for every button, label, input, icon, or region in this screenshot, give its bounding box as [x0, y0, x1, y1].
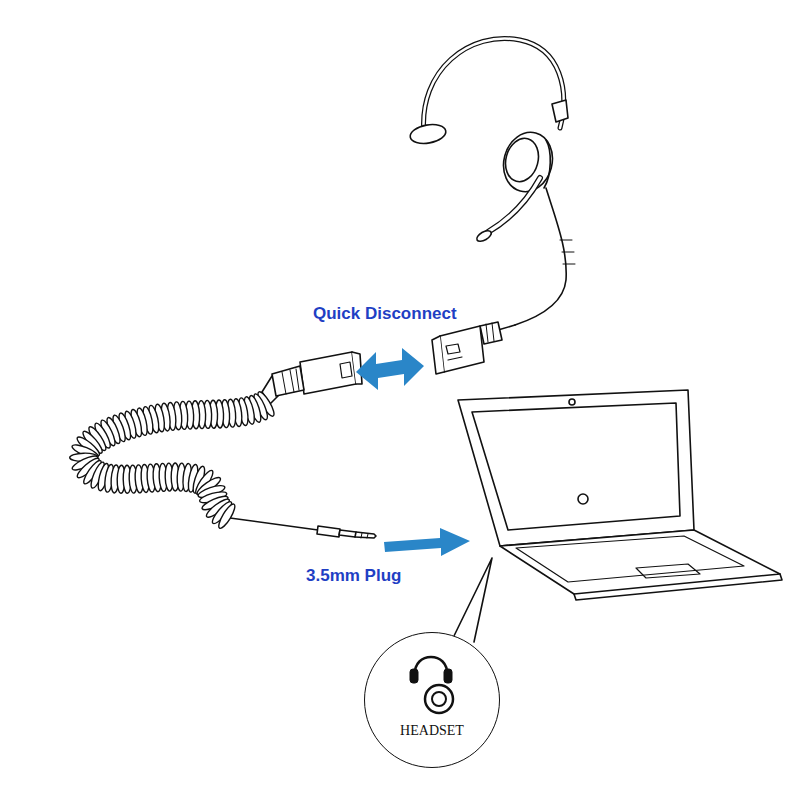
coiled-cord — [70, 390, 277, 530]
headset-drawing — [409, 38, 575, 374]
callout-pointer — [452, 558, 492, 642]
quick-disconnect-plug — [262, 352, 362, 404]
icon-layer — [363, 631, 499, 767]
part-label: Quick Disconnect — [313, 304, 457, 324]
node-text: HEADSET — [365, 723, 499, 739]
blue-arrows — [356, 348, 470, 556]
callout-circle: HEADSET — [364, 632, 500, 768]
laptop-drawing — [458, 390, 782, 600]
plug-3-5mm — [230, 518, 376, 538]
part-label: 3.5mm Plug — [306, 566, 401, 586]
headset-icon — [410, 657, 453, 713]
coil-winding — [216, 502, 237, 530]
